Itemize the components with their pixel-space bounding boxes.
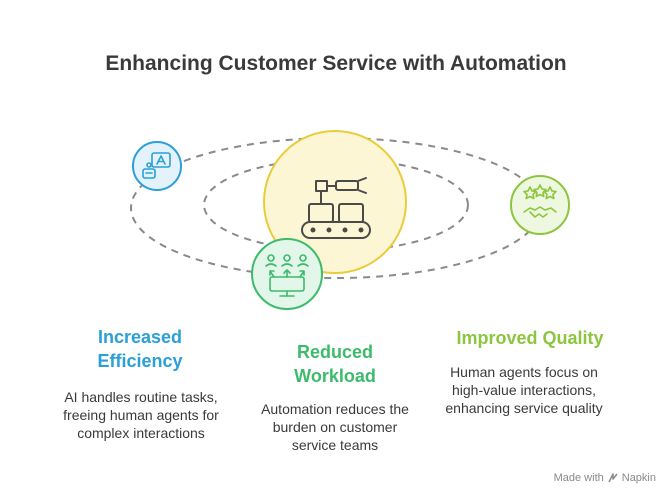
credit-text: Made with <box>553 472 604 484</box>
efficiency-description: AI handles routine tasks, freeing human … <box>63 389 219 441</box>
conveyor-robot-arm-icon <box>301 177 371 239</box>
workload-heading: Reduced Workload <box>294 342 376 386</box>
quality-description: Human agents focus on high-value interac… <box>445 364 603 416</box>
napkin-credit: Made with Napkin <box>554 472 656 484</box>
efficiency-icon-circle <box>132 141 182 191</box>
quality-heading: Improved Quality <box>456 328 604 348</box>
center-circle <box>263 130 407 274</box>
credit-brand: Napkin <box>621 472 656 484</box>
workload-description: Automation reduces the burden on custome… <box>261 401 409 453</box>
stars-handshake-icon <box>523 184 557 218</box>
page-title: Enhancing Customer Service with Automati… <box>105 52 567 75</box>
efficiency-heading: Increased Efficiency <box>97 327 183 371</box>
ai-chatbot-icon <box>142 152 171 179</box>
quality-icon-circle <box>510 175 570 235</box>
team-upload-monitor-icon <box>265 254 309 297</box>
napkin-logo-icon <box>608 473 618 483</box>
